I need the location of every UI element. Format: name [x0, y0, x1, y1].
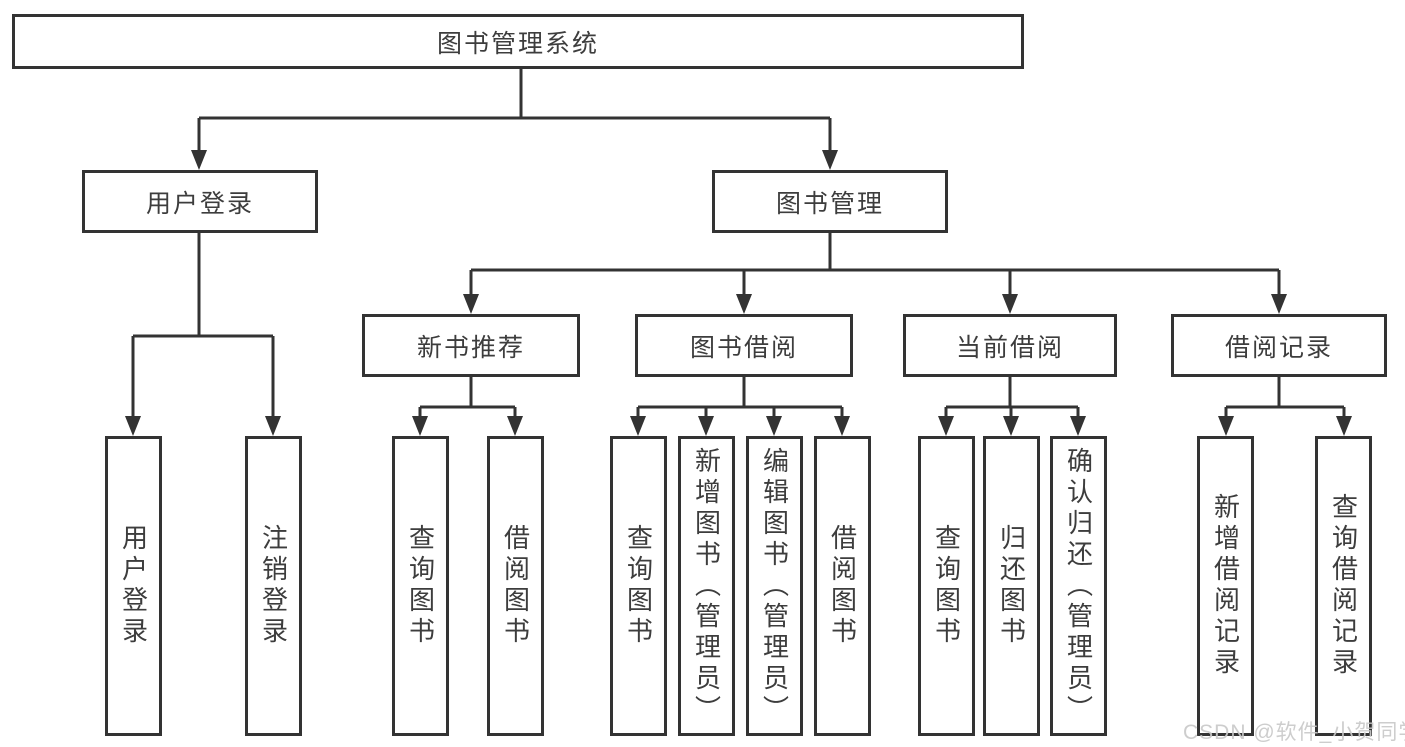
connector-current-borrow-to-leaves: [938, 377, 1086, 436]
node-book-management-label: 图书管理: [775, 189, 884, 218]
csdn-watermark: CSDN @软件_小贺同学: [1183, 721, 1405, 744]
leaf-edit-book-admin-label: 编辑图书（管理员）: [759, 446, 790, 726]
connector-new-book-to-leaves: [412, 377, 523, 436]
node-book-borrow: 图书借阅: [635, 314, 853, 377]
leaf-query-borrow-record-label: 查询借阅记录: [1328, 493, 1359, 679]
arrowhead-icon: [630, 416, 646, 436]
arrowhead-icon: [1070, 416, 1086, 436]
leaf-add-book-admin: 新增图书（管理员）: [678, 436, 735, 736]
leaf-user-login: 用户登录: [105, 436, 162, 736]
leaf-query-books-recommend-label: 查询图书: [405, 524, 436, 648]
leaf-logout-label: 注销登录: [258, 524, 289, 648]
leaf-query-books-borrow-label: 查询图书: [623, 524, 654, 648]
leaf-return-book-label: 归还图书: [996, 524, 1027, 648]
leaf-query-books-current-label: 查询图书: [931, 524, 962, 648]
arrowhead-icon: [1271, 294, 1287, 314]
arrowhead-icon: [698, 416, 714, 436]
leaf-add-borrow-record-label: 新增借阅记录: [1210, 493, 1241, 679]
leaf-edit-book-admin: 编辑图书（管理员）: [746, 436, 803, 736]
leaf-query-books-borrow: 查询图书: [610, 436, 667, 736]
arrowhead-icon: [507, 416, 523, 436]
connector-user-login-to-leaves: [125, 233, 281, 436]
arrowhead-icon: [1218, 416, 1234, 436]
connector-root-to-branches: [191, 69, 838, 170]
leaf-add-book-admin-label: 新增图书（管理员）: [691, 446, 722, 726]
arrowhead-icon: [191, 150, 207, 170]
node-root-label: 图书管理系统: [436, 29, 599, 58]
node-borrow-records: 借阅记录: [1171, 314, 1387, 377]
node-new-book-recommend-label: 新书推荐: [416, 333, 525, 362]
arrowhead-icon: [1003, 416, 1019, 436]
leaf-query-books-current: 查询图书: [918, 436, 975, 736]
node-book-management: 图书管理: [712, 170, 948, 233]
node-user-login-label: 用户登录: [145, 189, 254, 218]
node-borrow-records-label: 借阅记录: [1224, 333, 1333, 362]
leaf-logout: 注销登录: [245, 436, 302, 736]
connector-borrow-records-to-leaves: [1218, 377, 1352, 436]
arrowhead-icon: [766, 416, 782, 436]
leaf-borrow-books: 借阅图书: [814, 436, 871, 736]
arrowhead-icon: [834, 416, 850, 436]
arrowhead-icon: [412, 416, 428, 436]
leaf-borrow-books-recommend-label: 借阅图书: [500, 524, 531, 648]
connector-book-borrow-to-leaves: [630, 377, 850, 436]
node-book-borrow-label: 图书借阅: [689, 333, 798, 362]
node-current-borrow: 当前借阅: [903, 314, 1117, 377]
node-current-borrow-label: 当前借阅: [955, 333, 1064, 362]
connector-book-management-to-modules: [463, 233, 1287, 314]
leaf-return-book: 归还图书: [983, 436, 1040, 736]
arrowhead-icon: [1002, 294, 1018, 314]
arrowhead-icon: [125, 416, 141, 436]
node-new-book-recommend: 新书推荐: [362, 314, 580, 377]
leaf-query-books-recommend: 查询图书: [392, 436, 449, 736]
arrowhead-icon: [265, 416, 281, 436]
arrowhead-icon: [822, 150, 838, 170]
arrowhead-icon: [463, 294, 479, 314]
leaf-confirm-return-admin-label: 确认归还（管理员）: [1063, 446, 1094, 726]
leaf-confirm-return-admin: 确认归还（管理员）: [1050, 436, 1107, 736]
leaf-borrow-books-recommend: 借阅图书: [487, 436, 544, 736]
node-user-login: 用户登录: [82, 170, 318, 233]
node-root: 图书管理系统: [12, 14, 1024, 69]
leaf-query-borrow-record: 查询借阅记录: [1315, 436, 1372, 736]
arrowhead-icon: [736, 294, 752, 314]
leaf-add-borrow-record: 新增借阅记录: [1197, 436, 1254, 736]
arrowhead-icon: [1336, 416, 1352, 436]
arrowhead-icon: [938, 416, 954, 436]
leaf-borrow-books-label: 借阅图书: [827, 524, 858, 648]
leaf-user-login-label: 用户登录: [118, 524, 149, 648]
